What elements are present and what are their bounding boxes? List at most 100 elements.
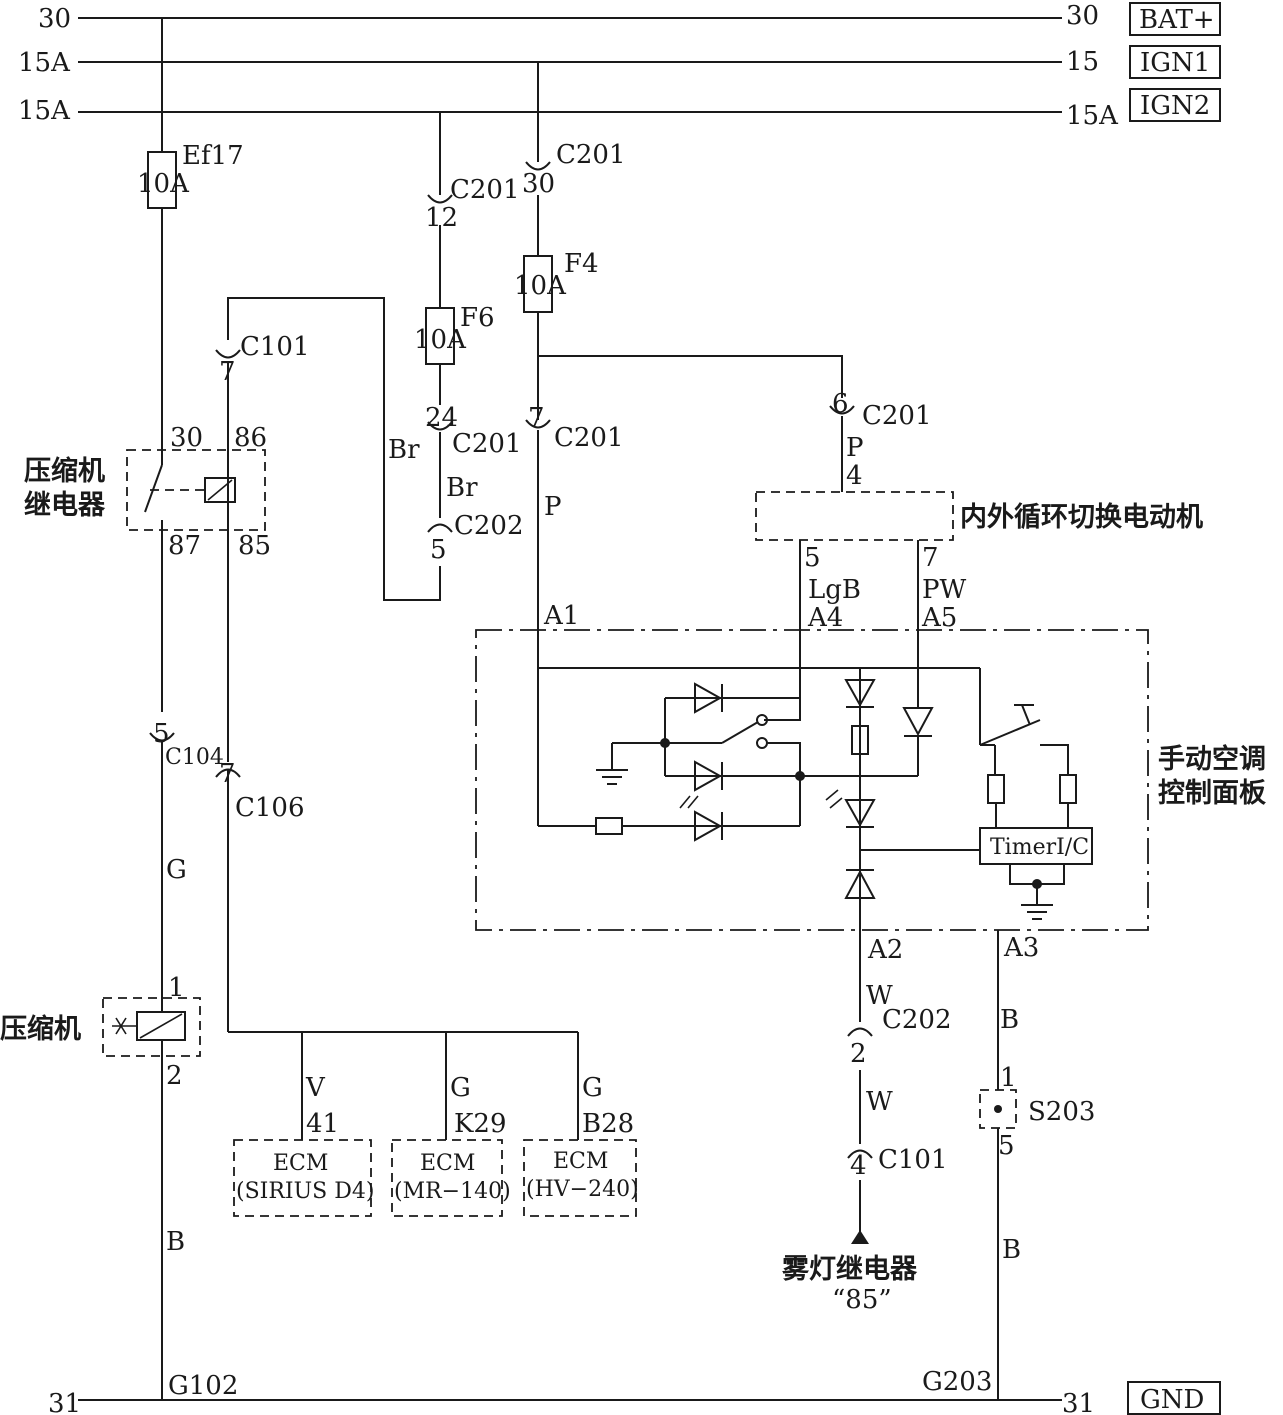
c202-mid-connector (427, 523, 453, 533)
ign2-tag-box (1129, 88, 1221, 122)
fog-relay-arrow-icon (851, 1230, 869, 1244)
c106-name: C106 (235, 793, 305, 823)
motor-label: 内外循环切换电动机 (960, 502, 1203, 533)
bat-tag: BAT+ (1139, 5, 1215, 35)
c201-f6-name: C201 (450, 175, 520, 205)
wire-color-g-ecm2: G (450, 1073, 471, 1103)
compressor-label: 压缩机 (0, 1013, 81, 1045)
s203-name: S203 (1028, 1097, 1095, 1127)
c201-p-name: C201 (554, 423, 624, 453)
panel-label-2: 控制面板 (1158, 778, 1266, 809)
motor-pin-5: 5 (804, 543, 821, 573)
panel-label-1: 手动空调 (1158, 743, 1266, 775)
fog-relay-label: 雾灯继电器 (782, 1253, 918, 1285)
c101-low-pin: 4 (850, 1151, 867, 1181)
fuse-f6-rating: 10A (414, 325, 467, 355)
c106-connector (215, 768, 241, 778)
ground-g102: G102 (168, 1371, 238, 1401)
ecm-mr-title: ECM (420, 1151, 475, 1176)
fog-relay-branch: A2 W 2 C202 W 4 C101 雾灯继电器 “85” (782, 930, 952, 1315)
wire-color-g: G (166, 855, 187, 885)
bat-tag-box (1129, 2, 1221, 36)
c104-name: C104 (165, 745, 224, 770)
wire-color-pw: PW (922, 575, 966, 605)
gnd-tag-box (1127, 1381, 1221, 1415)
fuse-ef17-name: Ef17 (182, 141, 244, 171)
recirculation-motor: 内外循环切换电动机 5 7 LgB PW A4 A5 (755, 491, 1203, 720)
c201-f6-connector (427, 194, 453, 204)
ecm-sirius-pin: 41 (306, 1109, 339, 1139)
f4-branch: 30 C201 F4 10A 7 C201 P A1 6 C201 P 4 (514, 62, 932, 631)
panel-pin-a5: A5 (921, 603, 957, 633)
wire-color-v: V (305, 1073, 326, 1103)
ac-control-panel: 手动空调 控制面板 (475, 629, 1266, 931)
rail-31-right: 31 (1062, 1389, 1095, 1415)
fuse-ef17-rating: 10A (137, 169, 190, 199)
ecm-sirius-title: ECM (273, 1151, 328, 1176)
wire-color-p-1: P (544, 492, 562, 522)
ecm-hv-model: (HV−240) (526, 1177, 639, 1202)
panel-pin-a2: A2 (867, 935, 903, 965)
compressor-relay: 30 86 87 85 压缩机 继电器 (24, 423, 271, 561)
ecm-sirius-box (233, 1139, 372, 1217)
panel-pin-a1: A1 (543, 601, 579, 631)
wire-color-b: B (166, 1227, 185, 1257)
c201-mid-pin: 24 (425, 403, 458, 433)
wire-color-br-2: Br (446, 473, 478, 503)
c201-6-connector (829, 405, 855, 415)
ground-g203: G203 (922, 1367, 992, 1397)
ecm-mr-pin: K29 (454, 1109, 507, 1139)
ecm-mr-model: (MR−140) (394, 1179, 511, 1204)
ecm-boxes: 41 ECM (SIRIUS D4) K29 ECM (MR−140) B28 … (233, 1109, 639, 1217)
wire-color-w-2: W (866, 1087, 893, 1117)
c202-low-pin: 2 (850, 1039, 867, 1069)
s203-pin-1: 1 (1000, 1063, 1017, 1093)
compressor-pin-2: 2 (166, 1061, 183, 1091)
timer-ic-label: TimerI/C (990, 835, 1089, 860)
c201-mid-connector (427, 421, 453, 431)
wire-color-b-s203: B (1002, 1235, 1021, 1265)
ecm-mr-box (391, 1139, 503, 1217)
ecm-hv-title: ECM (553, 1149, 608, 1174)
wire-color-lgb: LgB (808, 575, 861, 605)
s203-pin-5: 5 (998, 1131, 1015, 1161)
c201-6-name: C201 (862, 401, 932, 431)
compressor-branch: Ef17 10A 5 C104 G B G102 (137, 18, 244, 1401)
panel-pin-a4: A4 (807, 603, 843, 633)
fuse-f6-name: F6 (460, 303, 495, 333)
c201-f6-pin: 12 (425, 203, 458, 233)
c104-connector (149, 732, 175, 742)
c201-mid-name: C201 (452, 429, 522, 459)
compressor-pin-1: 1 (168, 973, 185, 1003)
rail-31-left: 31 (48, 1389, 81, 1415)
ecm-hv-box (523, 1139, 637, 1217)
c101-top-name: C101 (240, 332, 310, 362)
c201-top-name: C201 (556, 140, 626, 170)
c202-mid-name: C202 (454, 511, 524, 541)
wire-color-p-2: P (846, 433, 864, 463)
relay-pin-86: 86 (234, 423, 267, 453)
c202-low-name: C202 (882, 1005, 952, 1035)
relay-pin-85: 85 (238, 531, 271, 561)
relay-control-branch: 7 C101 Br 7 C106 V G G (215, 297, 603, 1140)
a3-ground-branch: A3 B 1 S203 5 B G203 (922, 930, 1095, 1400)
c104-pin: 5 (153, 719, 170, 749)
ecm-sirius-model: (SIRIUS D4) (236, 1179, 374, 1204)
fuse-f4-name: F4 (564, 249, 599, 279)
rail-15-right: 15 (1066, 47, 1099, 77)
f6-branch: 12 C201 F6 10A 24 C201 Br 5 C202 (414, 112, 524, 565)
c201-top-connector (525, 161, 551, 171)
fuse-f4-rating: 10A (514, 271, 567, 301)
wire-color-w-1: W (866, 981, 893, 1011)
relay-coil (204, 477, 236, 503)
c201-p-pin: 7 (528, 403, 545, 433)
relay-label-1: 压缩机 (24, 455, 105, 487)
wire-color-g-ecm3: G (582, 1073, 603, 1103)
ign1-tag-box (1129, 45, 1221, 79)
rail-30-right: 30 (1066, 1, 1099, 31)
panel-pin-a3: A3 (1003, 933, 1039, 963)
relay-pin-87: 87 (168, 531, 201, 561)
gnd-tag: GND (1140, 1385, 1204, 1415)
ign2-tag: IGN2 (1140, 91, 1210, 121)
